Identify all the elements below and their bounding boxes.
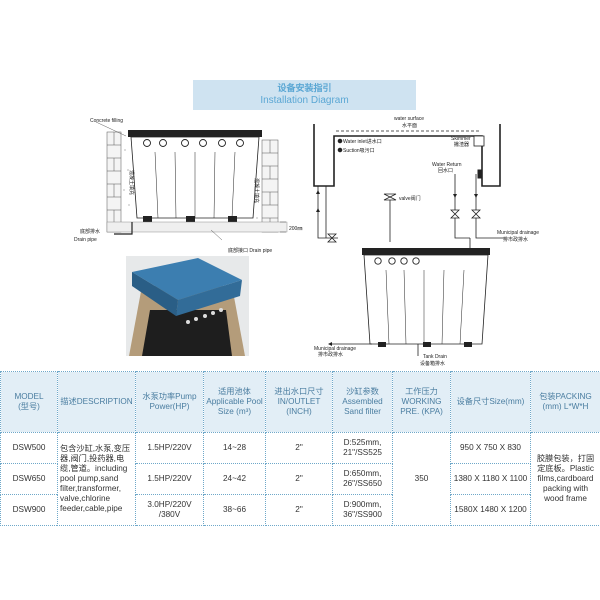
thickness-label: 200㎜ (289, 226, 302, 232)
municipal-drainage-left-cn-label: 排市政排水 (318, 351, 343, 358)
side-label-left: 混凝土填充 (128, 170, 135, 195)
tank-drain-cn-label: 设备箱排水 (420, 360, 445, 367)
suction-label: Suction吸污口 (343, 147, 375, 154)
concrete-base (106, 221, 288, 233)
municipal-drainage-right-cn-label: 排市政排水 (503, 236, 528, 243)
tank-top-lid (128, 130, 262, 137)
municipal-drainage-left-label: Municipal drainage (314, 346, 356, 352)
brick-wall-left (106, 131, 122, 233)
cell-inlet: 2" (265, 432, 333, 464)
cell-inlet: 2" (265, 463, 333, 495)
header-description: 描述DESCRIPTION (57, 371, 136, 433)
tank-feet (143, 216, 237, 222)
cell-power: 3.0HP/220V /380V (135, 494, 204, 526)
header-inlet: 进出水口尺寸 IN/OUTLET (INCH) (265, 371, 333, 433)
cell-power: 1.5HP/220V (135, 463, 204, 495)
water-surface-label: water surface (394, 116, 424, 122)
table-row: DSW500 包含沙缸,水泵,变压器,阀门,投药器,电缆,管道。includin… (0, 432, 600, 526)
skimmer-label: Skimmer (451, 136, 471, 142)
title-banner: 设备安装指引 Installation Diagram (193, 80, 416, 110)
cell-model: DSW650 (0, 463, 58, 495)
concrete-filling-label: Concrete filling (90, 118, 123, 124)
table-row: DSW900 3.0HP/220V /380V 38~66 2" D:900mm… (0, 494, 600, 526)
cell-pool: 24~42 (203, 463, 266, 495)
table-row: DSW650 1.5HP/220V 24~42 2" D:650mm, 26"/… (0, 463, 600, 495)
cell-filter: D:650mm, 26"/SS650 (332, 463, 393, 495)
drain-cn-label: 底部排水 (80, 228, 100, 235)
valve-label: valve阀门 (399, 195, 421, 202)
drain-pipe (114, 222, 133, 235)
water-return-cn-label: 回水口 (438, 167, 453, 174)
header-pool-size: 适用池体 Applicable Pool Size (m³) (203, 371, 266, 433)
cell-size: 1580X 1480 X 1200 (450, 494, 531, 526)
cell-power: 1.5HP/220V (135, 432, 204, 464)
spec-table: MODEL (型号) 描述DESCRIPTION 水泵功率Pump Power(… (0, 371, 600, 526)
header-size: 设备尺寸Size(mm) (450, 371, 531, 433)
header-packing: 包装PACKING (mm) L*W*H (530, 371, 600, 433)
cell-pool: 38~66 (203, 494, 266, 526)
header-model: MODEL (型号) (0, 371, 58, 433)
tank-ports (143, 139, 244, 147)
water-return-label: Water Return (432, 162, 462, 168)
cell-size: 1380 X 1180 X 1100 (450, 463, 531, 495)
cell-pressure: 350 (392, 432, 451, 526)
installation-diagram: Concrete filling 混凝土填充 混凝土填充 底部排水 Drain … (74, 116, 539, 367)
header-power: 水泵功率Pump Power(HP) (135, 371, 204, 433)
water-inlet-label: Water inlet进水口 (343, 138, 382, 145)
right-plumbing-schematic (313, 124, 505, 356)
header-pressure: 工作压力 WORKING PRE. (KPA) (392, 371, 451, 433)
table-header-row: MODEL (型号) 描述DESCRIPTION 水泵功率Pump Power(… (0, 371, 600, 433)
municipal-drainage-right-label: Municipal drainage (497, 230, 539, 236)
cell-filter: D:525mm, 21"/SS525 (332, 432, 393, 464)
left-section-drawing: Concrete filling 混凝土填充 混凝土填充 底部排水 Drain … (74, 118, 302, 254)
title-en: Installation Diagram (260, 95, 349, 106)
drain-pipe-label: Drain pipe (74, 237, 97, 243)
water-surface-cn-label: 水平面 (402, 122, 417, 129)
cell-model: DSW500 (0, 432, 58, 464)
cell-filter: D:900mm, 36"/SS900 (332, 494, 393, 526)
cell-description: 包含沙缸,水泵,变压器,阀门,投药器,电缆,管道。including pool … (57, 432, 136, 526)
drain-pipe-bottom-label: 底部接口 Drain pipe (228, 247, 272, 254)
tank-drain-label: Tank Drain (423, 354, 447, 360)
tank-ribs (154, 151, 236, 219)
cell-pool: 14~28 (203, 432, 266, 464)
cell-packing: 胶膜包装，打固定底板。Plastic films,cardboard packi… (530, 432, 600, 526)
pool-outline (313, 124, 501, 187)
cell-size: 950 X 750 X 830 (450, 432, 531, 464)
cell-model: DSW900 (0, 494, 58, 526)
brick-wall-right (261, 139, 279, 233)
title-cn: 设备安装指引 (277, 83, 332, 93)
side-label-right: 混凝土填充 (253, 178, 260, 203)
cell-inlet: 2" (265, 494, 333, 526)
header-filter: 沙缸参数 Assembled Sand filter (332, 371, 393, 433)
installed-tank-photo (126, 256, 249, 356)
skimmer-cn-label: 撇渣器 (454, 141, 469, 148)
concrete-fill (123, 149, 259, 219)
